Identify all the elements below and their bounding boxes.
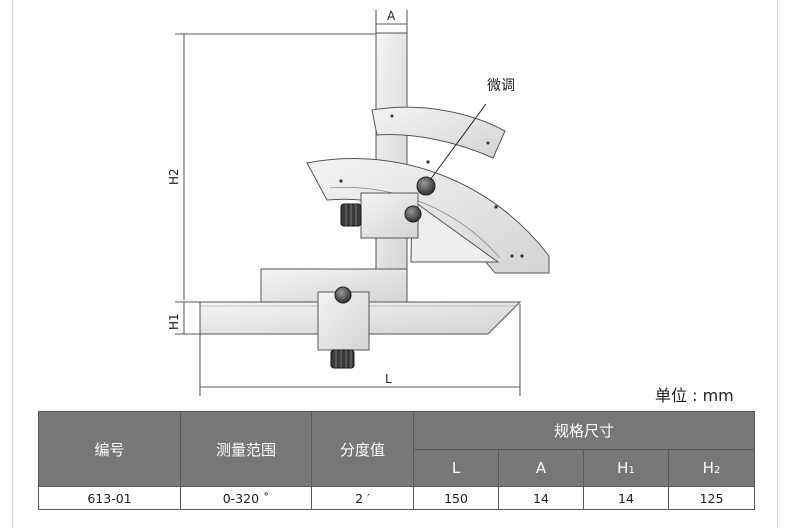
cell-H2: 125 [667,486,756,510]
arc-dot [426,160,430,164]
cell-A: 14 [498,486,584,510]
header-H2: H2 [667,449,756,487]
arc-dot [494,205,498,209]
header-H1-sub: 1 [628,465,635,476]
cell-H1: 14 [583,486,669,510]
cell-division: 2 ′ [311,486,414,510]
protractor-drawing: 微调 A H2 H1 L [167,9,550,396]
header-code: 编号 [38,411,181,487]
header-H2-main: H [702,459,714,477]
vernier-dot [486,141,490,145]
header-spec-group: 规格尺寸 [412,411,756,450]
arc-inner-line [329,187,501,259]
ruler-clamp-knurl [330,349,355,369]
dim-L-label: L [385,372,392,386]
header-H2-sub: 2 [713,465,721,476]
vernier-dot [390,114,394,118]
arc-clamp-screw [404,205,422,223]
cell-range: 0-320 ˚ [180,486,312,510]
arc-dot [510,254,514,258]
dim-H1-label: H1 [167,313,181,330]
frame-left-border [12,0,13,528]
header-H1: H1 [583,449,669,487]
header-range: 测量范围 [180,411,312,487]
dim-H2-label: H2 [167,168,181,185]
fine-adjust-label: 微调 [487,78,515,94]
frame-right-border [777,0,778,528]
cell-L: 150 [413,486,499,510]
fine-adjust-knob [416,176,436,196]
header-A: A [498,449,584,487]
spec-table: 编号 测量范围 分度值 规格尺寸 L A H1 H2 613-01 0-320 … [38,411,756,510]
arc-dot [520,254,524,258]
header-L: L [413,449,499,487]
unit-label: 单位 : mm [655,386,734,405]
ruler-clamp-screw [334,286,352,304]
arc-dot [339,179,343,183]
vernier-segment [371,106,506,159]
header-division: 分度值 [311,411,414,487]
dim-A-label: A [387,9,396,23]
cell-code: 613-01 [38,486,181,510]
header-H1-main: H [617,459,629,477]
fine-adjust-leader [429,103,487,181]
